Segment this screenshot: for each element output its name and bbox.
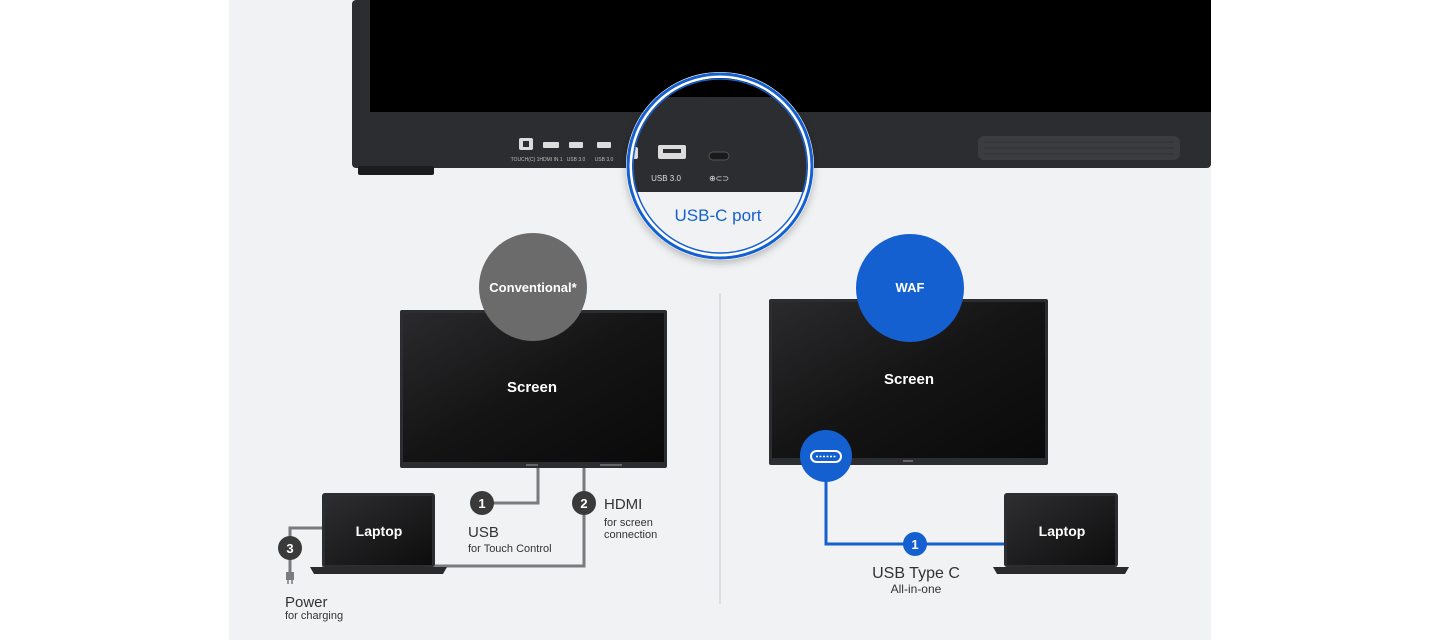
conventional-screen-label: Screen [507,379,557,396]
hdmi-connection-desc: connection [604,529,657,541]
usb-c-cable [824,470,1004,546]
usb-a-port-icon [569,142,583,148]
conventional-badge [479,233,587,341]
laptop-base [310,567,447,574]
conventional-badge-label: Conventional* [489,280,577,295]
step-number: 1 [478,496,485,511]
waf-badge-label: WAF [896,280,925,295]
hdmi-connection-name: HDMI [604,496,642,513]
usb-type-c-name: USB Type C [872,565,960,582]
speaker-grille-texture [984,141,1174,155]
power-connection-name: Power [285,594,328,611]
step-badge [903,532,927,556]
usb-connection-name: USB [468,524,499,541]
waf-section: Screen WAF Laptop 1 USB Type C All-in-on… [769,234,1129,596]
port-label: USB 3.0 [595,157,614,163]
usb-a-port-icon [597,142,611,148]
usb-type-c-desc: All-in-one [891,582,942,596]
step-number: 3 [286,541,293,556]
usb-c-port-icon [708,151,730,161]
step-badge [572,491,596,515]
waf-laptop-label: Laptop [1039,523,1086,539]
usb-c-symbol: ⊕⊂⊃ [709,174,729,183]
waf-badge [856,234,964,342]
usb-cable [482,466,540,505]
port-label: USB 3.0 [567,157,586,163]
usb-c-callout [800,430,852,482]
zoom-inner-ring [632,78,808,254]
usb-connection-desc: for Touch Control [468,543,552,555]
step-number: 1 [911,537,918,552]
display-screen [370,0,1211,112]
power-plug-icon [286,572,294,580]
usb-c-connector-icon [810,450,842,463]
waf-screen-label: Screen [884,371,934,388]
hdmi-port-icon [543,142,559,148]
port-label: HDMI IN 1 [539,157,563,163]
hdmi-connection-desc: for screen [604,517,653,529]
step-number: 2 [580,496,587,511]
display-stand-foot [358,166,434,175]
port-label: TOUCH(C) 1 [511,157,540,163]
conventional-section: Screen Conventional* Laptop 1 2 3 USB fo… [278,233,667,622]
zoom-usb-label: USB 3.0 [651,174,681,183]
main-display: TOUCH(C) 1 HDMI IN 1 USB 3.0 USB 3.0 [352,0,1211,175]
laptop-base [993,567,1129,574]
usb-c-port-caption: USB-C port [675,206,762,225]
power-connection-desc: for charging [285,610,343,622]
step-badge [278,536,302,560]
step-badge [470,491,494,515]
zoom-ring [626,72,814,260]
conventional-laptop-label: Laptop [356,523,403,539]
